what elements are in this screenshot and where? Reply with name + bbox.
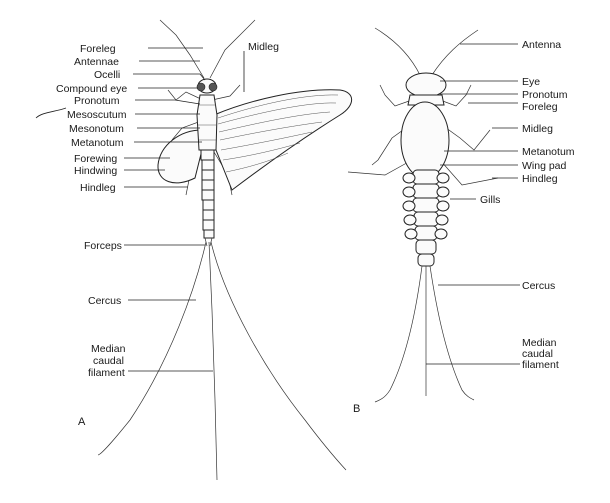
- adult-mayfly-figure: Foreleg Antennae Ocelli Compound eye Pro…: [36, 20, 352, 480]
- label-metanotum-b: Metanotum: [522, 146, 575, 158]
- hindleg-b-left: [348, 160, 412, 175]
- label-foreleg-b: Foreleg: [522, 101, 558, 113]
- panel-letter-a: A: [78, 416, 86, 428]
- label-median-a-3: filament: [88, 367, 125, 379]
- label-pronotum-b: Pronotum: [522, 89, 568, 101]
- hindleg-b-right: [440, 160, 498, 185]
- wing-pad: [401, 102, 449, 178]
- label-midleg-a: Midleg: [248, 41, 279, 53]
- antenna-b-right: [432, 30, 478, 75]
- antenna-left: [160, 20, 204, 78]
- nymph-figure: Antenna Eye Pronotum Foreleg Midleg Meta…: [348, 28, 575, 415]
- label-eye-b: Eye: [522, 76, 540, 88]
- forewing-shape: [214, 90, 352, 190]
- label-hindleg-a: Hindleg: [80, 182, 116, 194]
- label-wing-pad: Wing pad: [522, 160, 567, 172]
- cercus-right: [211, 242, 346, 470]
- label-median-b-3: filament: [522, 359, 559, 371]
- compound-eye-left: [197, 83, 205, 91]
- label-cercus-b: Cercus: [522, 280, 555, 292]
- label-antennae: Antennae: [74, 56, 119, 68]
- foreleg-left: [168, 90, 203, 100]
- label-cercus-a: Cercus: [88, 295, 121, 307]
- label-metanotum-a: Metanotum: [71, 137, 124, 149]
- label-mesoscutum: Mesoscutum: [67, 109, 127, 121]
- label-ocelli: Ocelli: [94, 69, 120, 81]
- label-forewing: Forewing: [74, 153, 117, 165]
- label-midleg-b: Midleg: [522, 123, 553, 135]
- label-pronotum-a: Pronotum: [74, 95, 120, 107]
- hindwing-shape: [158, 130, 202, 183]
- panel-letter-b: B: [353, 403, 360, 415]
- label-hindwing: Hindwing: [74, 165, 117, 177]
- label-foreleg-a: Foreleg: [80, 43, 116, 55]
- label-median-a-2: caudal: [93, 355, 124, 367]
- label-median-a-1: Median: [91, 343, 126, 355]
- antenna-b-left: [375, 28, 420, 75]
- median-caudal-filament-a: [209, 242, 217, 480]
- cercus-b-left: [375, 266, 422, 402]
- compound-eye-right: [209, 83, 217, 91]
- head-b: [406, 73, 446, 97]
- abdomen: [201, 150, 214, 238]
- label-gills: Gills: [480, 194, 500, 206]
- label-antenna-b: Antenna: [522, 39, 561, 51]
- abdomen-b: [413, 170, 439, 266]
- forceps: [205, 238, 212, 246]
- label-hindleg-b: Hindleg: [522, 173, 558, 185]
- label-forceps: Forceps: [84, 240, 122, 252]
- label-compound-eye: Compound eye: [56, 83, 127, 95]
- cercus-b-right: [430, 266, 474, 400]
- label-mesonotum: Mesonotum: [69, 123, 124, 135]
